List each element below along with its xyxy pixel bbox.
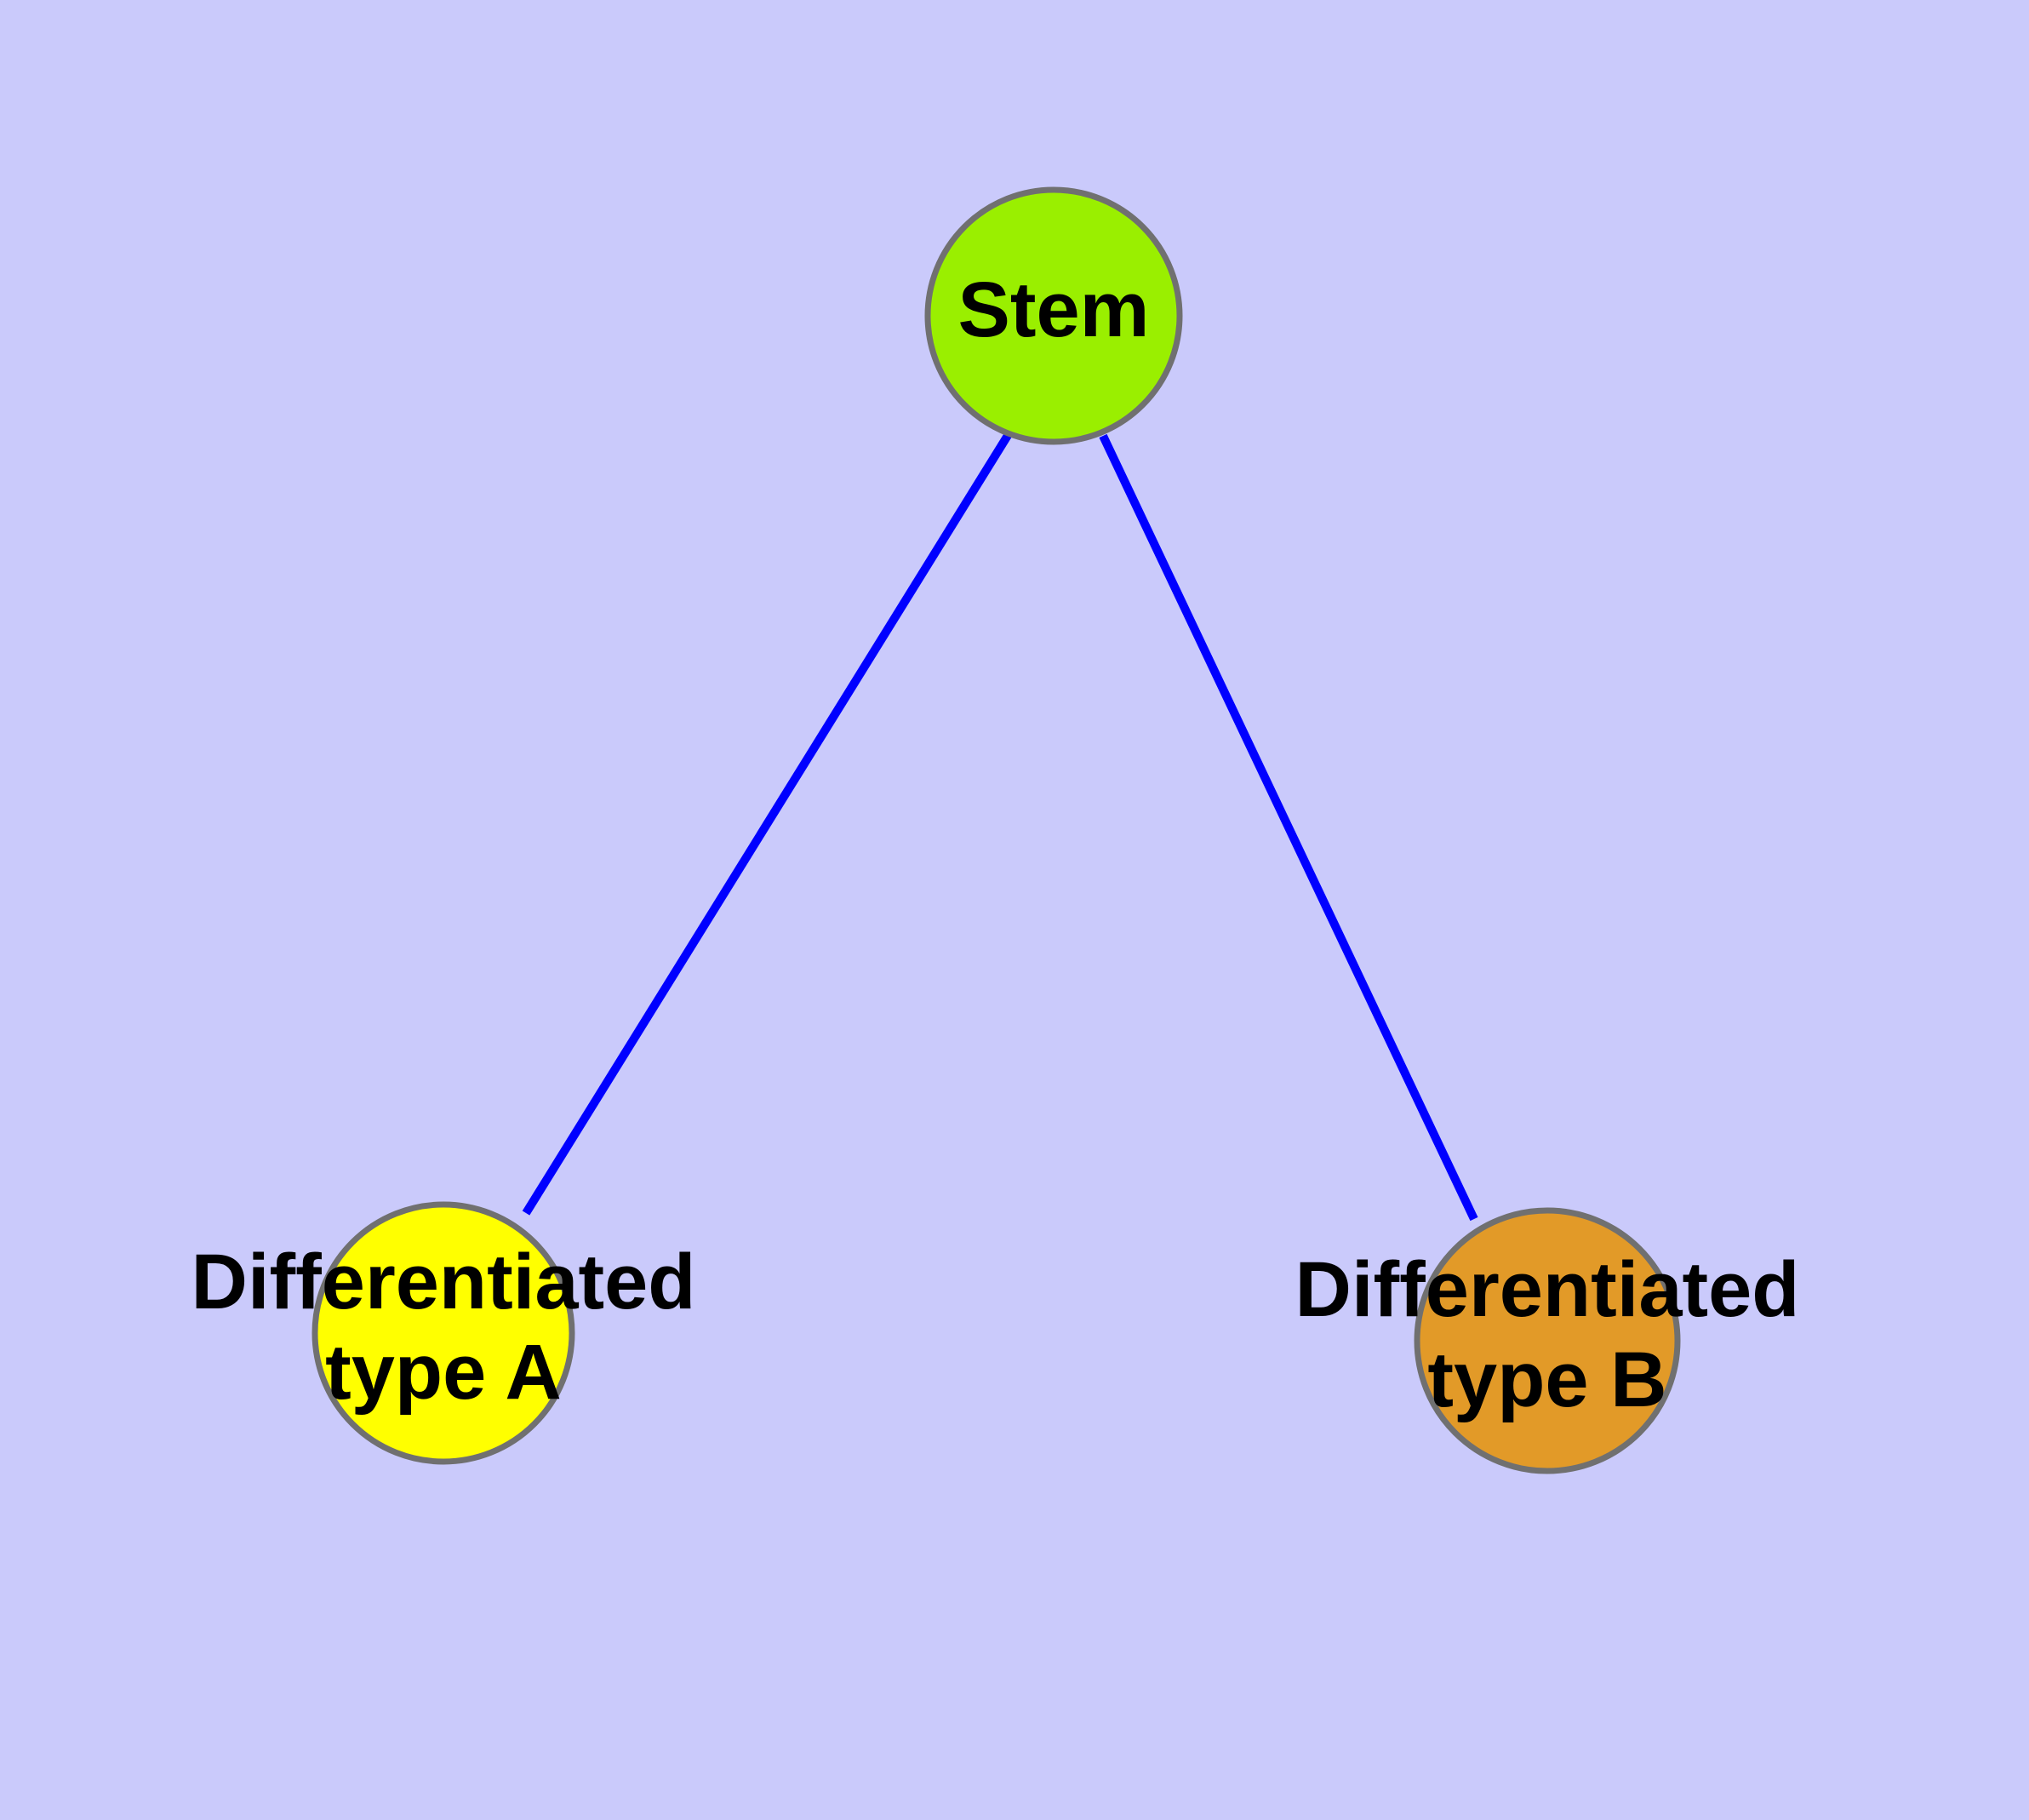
node-differentiated-type-b-circle[interactable] — [1414, 1207, 1681, 1474]
node-label-line: Differentiated — [1295, 1246, 1800, 1333]
node-differentiated-type-a-circle[interactable] — [311, 1201, 575, 1465]
node-stem-circle[interactable] — [924, 186, 1183, 445]
node-label-line: type B — [1427, 1336, 1666, 1423]
node-label-line: Stem — [958, 266, 1150, 353]
edges-group — [522, 432, 1478, 1222]
nodes-group — [311, 186, 1681, 1474]
node-stem-label: Stem — [958, 266, 1150, 353]
edge-stem-to-differentiated-type-b[interactable] — [1099, 433, 1478, 1222]
node-label-line: Differentiated — [191, 1239, 696, 1325]
edge-stem-to-differentiated-type-a[interactable] — [522, 432, 1013, 1216]
node-label-line: type A — [325, 1329, 562, 1416]
